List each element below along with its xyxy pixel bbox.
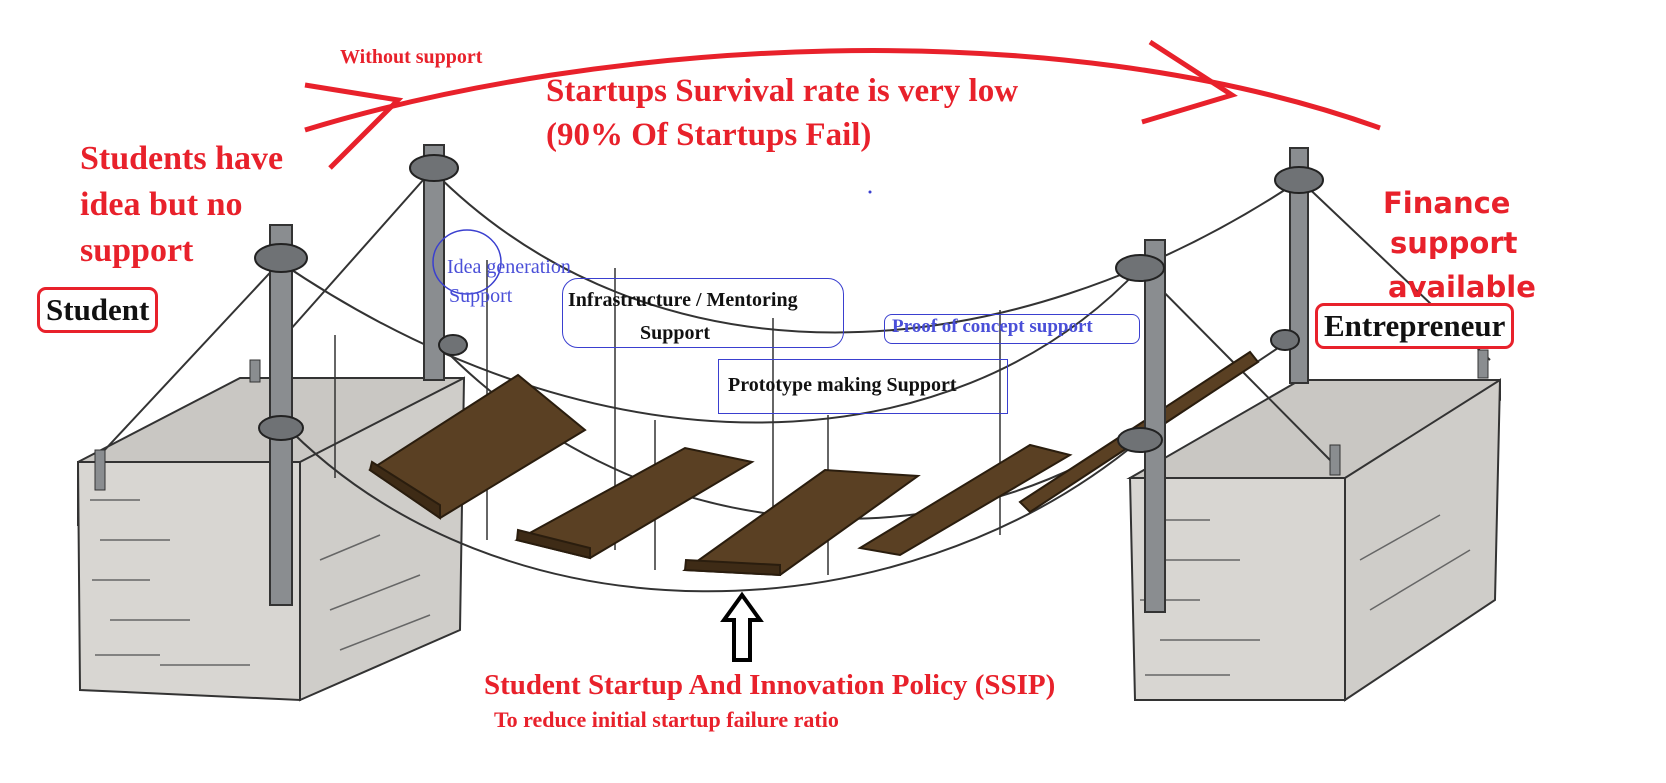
students-note-line1: Students have [80,140,284,177]
idea-highlight-circle [432,229,502,295]
survival-rate-subtitle: (90% Of Startups Fail) [546,117,872,153]
entrepreneur-label: Entrepreneur [1315,303,1515,349]
proof-of-concept-label: Proof of concept support [892,316,1093,337]
prototype-support-label: Prototype making Support [728,374,957,396]
ssip-policy-title: Student Startup And Innovation Policy (S… [484,669,1056,701]
left-arrowhead [304,82,404,170]
up-arrow-icon [720,591,764,662]
finance-note-line1: Finance [1383,186,1511,220]
proof-of-concept-box [884,314,1140,344]
right-concrete-block [1126,378,1502,702]
right-arrowhead [1141,39,1238,125]
survival-rate-title: Startups Survival rate is very low [546,73,1019,109]
blue-dot [868,190,872,194]
prototype-support-box [718,359,1008,414]
infrastructure-line1: Infrastructure / Mentoring [568,289,798,311]
idea-generation-line2: Support [449,285,513,307]
infrastructure-support-box [562,278,844,348]
finance-note-line3: available [1388,270,1536,304]
infrastructure-line2: Support [640,322,711,344]
ssip-policy-subtitle: To reduce initial startup failure ratio [494,707,839,732]
without-support-arc [304,48,1381,133]
without-support-label: Without support [340,46,483,68]
students-note-line3: support [80,232,194,269]
idea-generation-line1: Idea generation [447,256,571,278]
pole-clamps [254,154,1324,453]
students-note-line2: idea but no [80,186,243,223]
student-label: Student [37,287,159,333]
finance-note-line2: support [1390,226,1518,260]
